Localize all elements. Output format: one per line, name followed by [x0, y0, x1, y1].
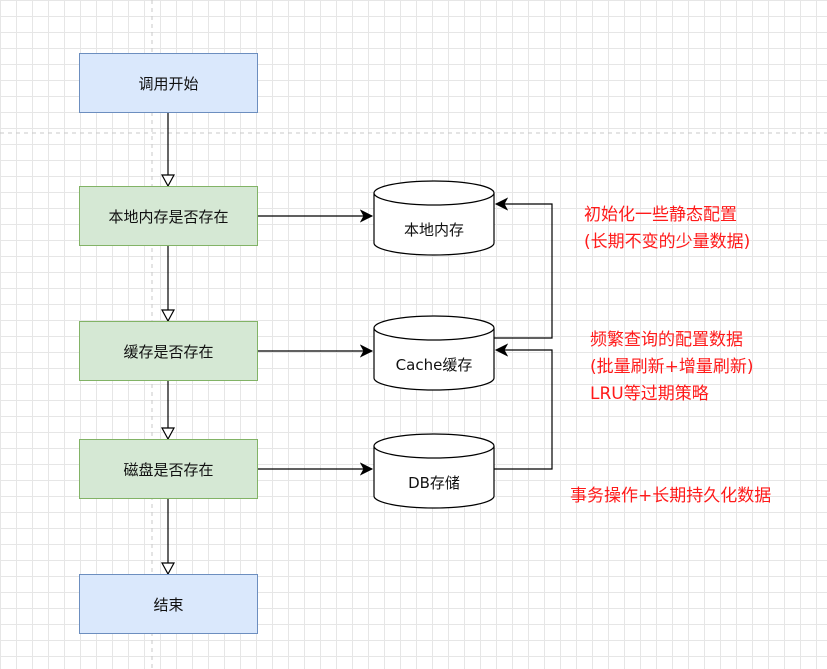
start-node[interactable]: 调用开始 [79, 53, 258, 113]
db-store-label[interactable]: DB存储 [408, 473, 460, 492]
disk-check-node[interactable]: 磁盘是否存在 [79, 439, 258, 499]
cache-store-label[interactable]: Cache缓存 [395, 355, 473, 374]
db-note-line-1: 事务操作+长期持久化数据 [570, 486, 772, 506]
cache-check-node[interactable]: 缓存是否存在 [79, 321, 258, 381]
local-memory-store-label[interactable]: 本地内存 [403, 220, 464, 239]
db-cylinder [373, 433, 495, 509]
local-note-line-1: 初始化一些静态配置 [584, 205, 737, 225]
local-memory-check-node[interactable]: 本地内存是否存在 [79, 186, 258, 246]
cache-note-line-3: LRU等过期策略 [590, 384, 709, 404]
local-note-line-2: (长期不变的少量数据) [584, 232, 751, 252]
local-memory-note: 初始化一些静态配置 (长期不变的少量数据) [584, 202, 750, 256]
local-memory-cylinder [373, 180, 495, 256]
db-note: 事务操作+长期持久化数据 [570, 483, 771, 510]
end-node[interactable]: 结束 [79, 574, 258, 634]
cache-note-line-2: (批量刷新+增量刷新) [590, 357, 754, 377]
arrow-cache-to-local-refresh [494, 204, 553, 339]
arrow-db-to-cache-refresh [494, 350, 553, 470]
cache-cylinder [373, 315, 495, 391]
cache-note: 频繁查询的配置数据 (批量刷新+增量刷新) LRU等过期策略 [590, 327, 754, 408]
cache-note-line-1: 频繁查询的配置数据 [590, 330, 743, 350]
